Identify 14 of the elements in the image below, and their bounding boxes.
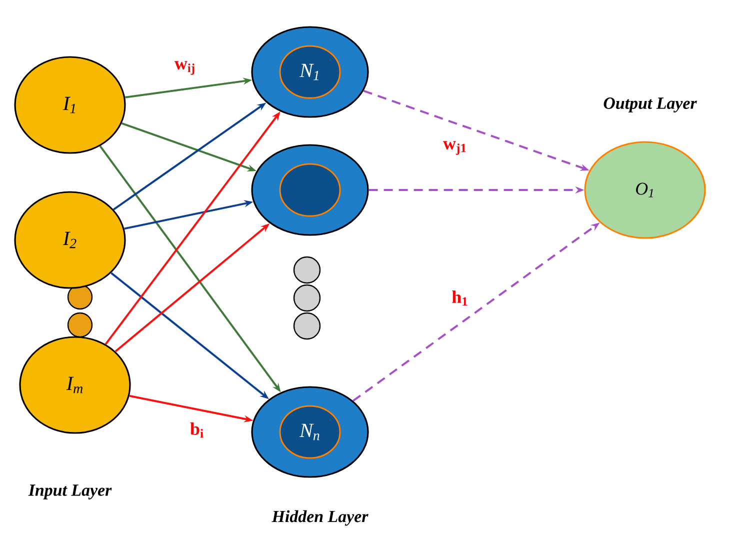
input-neuron: I$_{m}$ — [19, 336, 131, 434]
edge-label: b$_{i}$ — [189, 421, 205, 439]
edge-label: h$_{1}$ — [450, 289, 470, 306]
output-neuron: O$_{1}$ — [584, 141, 706, 239]
hidden-neuron — [251, 144, 369, 236]
input-neuron: I$_{2}$ — [14, 191, 126, 289]
hidden-neuron: N$_{n}$ — [251, 386, 369, 478]
input-neuron: I$_{1}$ — [14, 56, 126, 154]
edge-label: w$_{j1}$ — [442, 140, 468, 156]
layer-label: Input Layer — [28, 484, 112, 500]
hidden-neuron: N$_{1}$ — [251, 26, 369, 118]
layer-label: Hidden Layer — [272, 510, 368, 526]
layer-label: Output Layer — [604, 98, 697, 112]
edge-label: w$_{ij}$ — [173, 60, 197, 76]
